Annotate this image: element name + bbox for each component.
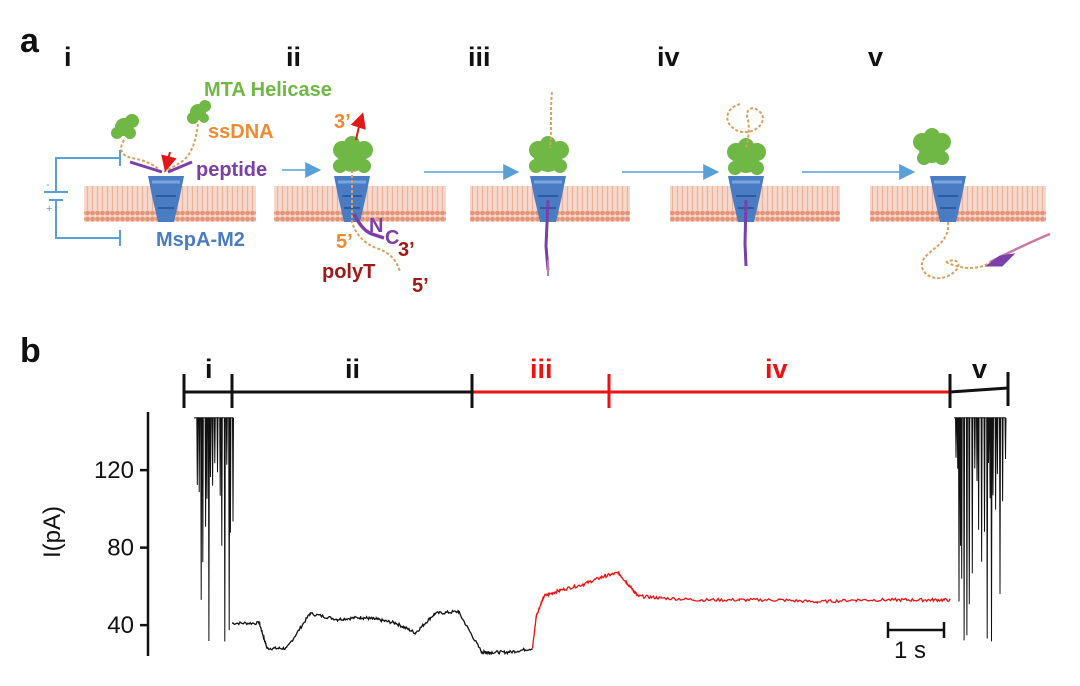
label-five-prime-bottom: 5’ (412, 275, 429, 297)
strands (120, 91, 1051, 279)
peptide-strand-iii (544, 199, 550, 271)
current-traces (193, 417, 1007, 656)
mspa-pore-i (148, 176, 184, 222)
ssdna-link-v (945, 261, 991, 269)
peptide-strand-ii (352, 213, 385, 240)
peptide-strand-iv (743, 199, 748, 267)
helicase-v (913, 128, 951, 165)
entry-arrow-i (161, 151, 177, 172)
helicase-ii (333, 136, 373, 173)
mspa-pore-v (930, 176, 966, 222)
y-axis-ticks: 40 80 120 (94, 457, 148, 639)
segment-label-ii: ii (345, 354, 360, 384)
ssdna-strand-iii-top (549, 91, 553, 149)
helicase-blobs (111, 100, 951, 175)
ssdna-strand-i-b (163, 123, 199, 173)
panel-b-letter: b (20, 332, 41, 370)
circuit-diagram (44, 150, 121, 246)
helicase-iii (529, 136, 569, 173)
label-three-prime-top: 3’ (334, 111, 351, 133)
segment-label-iv: iv (765, 354, 788, 384)
ssdna-strand-ii (351, 170, 401, 273)
y-axis-label: I(pA) (39, 506, 66, 558)
label-three-prime-bottom: 3’ (398, 239, 415, 261)
motion-arrow-ii (350, 112, 366, 141)
panel-a-letter: a (20, 22, 40, 60)
y-tick-label-120: 120 (94, 457, 134, 484)
label-n-terminus: N (369, 215, 383, 237)
segment-label-i: i (205, 354, 213, 384)
battery-plus-icon: + (46, 203, 52, 215)
segment-bar: i ii iii iv v (182, 354, 1010, 408)
mspa-pore-ii (334, 176, 370, 222)
y-tick-label-40: 40 (107, 612, 134, 639)
helicase-i-b (187, 100, 211, 124)
label-c-terminus: C (385, 227, 399, 249)
ssdna-hairpin-iv (726, 103, 764, 149)
scale-bar-label: 1 s (894, 637, 926, 664)
segment-label-iii: iii (530, 354, 553, 384)
step-label-i: i (64, 42, 72, 72)
panel-b: b i ii iii iv v 40 80 120 I(pA) (20, 332, 1010, 664)
peptide-fragment-v (984, 253, 1016, 267)
label-ssdna: ssDNA (208, 121, 274, 143)
panel-a: a i ii iii iv v - + (20, 22, 1051, 297)
mspa-pore-iv (728, 176, 764, 222)
helicase-i-a (111, 114, 139, 139)
segment-line-v (949, 386, 1009, 394)
peptide-strand-i-b (167, 160, 193, 174)
helicase-iv (727, 138, 766, 175)
trace-series-0 (231, 609, 533, 656)
trace-series-1 (531, 571, 951, 649)
label-polyt: polyT (322, 261, 375, 283)
step-arrows (282, 162, 916, 180)
trace-burst-i (193, 417, 234, 642)
y-tick-label-80: 80 (107, 535, 134, 562)
trace-burst-v (953, 417, 1007, 642)
battery-minus-icon: - (46, 179, 50, 191)
step-label-iv: iv (657, 42, 680, 72)
scale-bar: 1 s (886, 622, 946, 664)
label-mta-helicase: MTA Helicase (204, 79, 332, 101)
step-label-iii: iii (468, 42, 491, 72)
step-label-v: v (868, 42, 883, 72)
ssdna-loop-v (920, 221, 960, 279)
peptide-strand-i-a (129, 160, 163, 174)
label-mspa-m2: MspA-M2 (156, 229, 245, 251)
ssdna-strand-i-a (120, 139, 161, 171)
mspa-pore-iii (530, 176, 566, 222)
label-peptide: peptide (196, 159, 267, 181)
label-five-prime: 5’ (336, 231, 353, 253)
segment-label-v: v (972, 354, 987, 384)
step-label-ii: ii (286, 42, 301, 72)
